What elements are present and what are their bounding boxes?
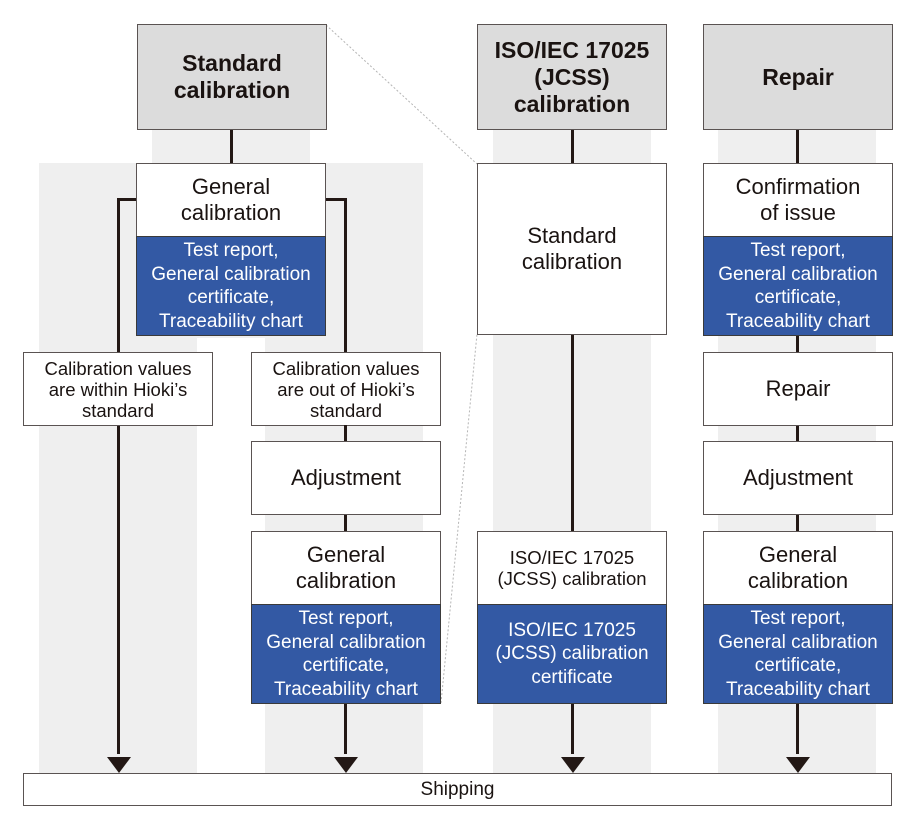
callout-line-top [325,24,478,165]
header-standard-label: Standard calibration [173,50,291,103]
step-label: General calibration [295,542,397,593]
doc-repair-general-calibration: Test report, General calibration certifi… [703,604,893,704]
step-label: Confirmation of issue [735,174,861,225]
header-repair-label: Repair [762,63,834,90]
doc-general-calibration-2: Test report, General calibration certifi… [251,604,441,704]
step-label: Adjustment [290,465,402,490]
arrow-down-icon [107,757,131,773]
doc-iso-calibration: ISO/IEC 17025 (JCSS) calibration certifi… [477,604,667,704]
connector-out-to-adjust [344,425,347,443]
condition-label: Calibration values are out of Hioki’s st… [272,357,420,421]
condition-out-of-standard: Calibration values are out of Hioki’s st… [251,352,441,426]
connector-std-header-to-general [230,129,233,164]
connector-iso [571,129,574,754]
step-label: General calibration [747,542,849,593]
condition-label: Calibration values are within Hioki’s st… [44,357,192,421]
step-repair-general-calibration: General calibration [703,531,893,605]
shipping-label: Shipping [420,778,495,800]
shipping-bar: Shipping [23,773,892,806]
callout-line-bottom [440,333,478,704]
doc-label: Test report, General calibration certifi… [266,608,426,700]
step-repair: Repair [703,352,893,426]
connector-branch-left-v [117,198,120,754]
doc-confirmation: Test report, General calibration certifi… [703,236,893,336]
step-standard-calibration: Standard calibration [477,163,667,335]
doc-label: Test report, General calibration certifi… [718,608,878,700]
arrow-down-icon [561,757,585,773]
step-general-calibration: General calibration [136,163,326,237]
step-general-calibration-2: General calibration [251,531,441,605]
header-standard-calibration: Standard calibration [137,24,327,130]
header-iso-label: ISO/IEC 17025 (JCSS) calibration [494,36,650,117]
arrow-down-icon [334,757,358,773]
arrow-down-icon [786,757,810,773]
doc-label: Test report, General calibration certifi… [718,240,878,332]
header-iso-calibration: ISO/IEC 17025 (JCSS) calibration [477,24,667,130]
doc-label: Test report, General calibration certifi… [151,240,311,332]
step-confirmation-of-issue: Confirmation of issue [703,163,893,237]
connector-branch-right-h [324,198,346,201]
step-label: Repair [765,376,831,401]
condition-within-standard: Calibration values are within Hioki’s st… [23,352,213,426]
step-label: Standard calibration [521,223,623,274]
step-label: Adjustment [742,465,854,490]
header-repair: Repair [703,24,893,130]
connector-branch-left-h [117,198,138,201]
step-adjustment: Adjustment [251,441,441,515]
step-label: ISO/IEC 17025 (JCSS) calibration [497,547,647,589]
step-label: General calibration [180,174,282,225]
doc-label: ISO/IEC 17025 (JCSS) calibration certifi… [495,619,649,688]
step-iso-calibration: ISO/IEC 17025 (JCSS) calibration [477,531,667,605]
doc-general-calibration: Test report, General calibration certifi… [136,236,326,336]
step-repair-adjustment: Adjustment [703,441,893,515]
